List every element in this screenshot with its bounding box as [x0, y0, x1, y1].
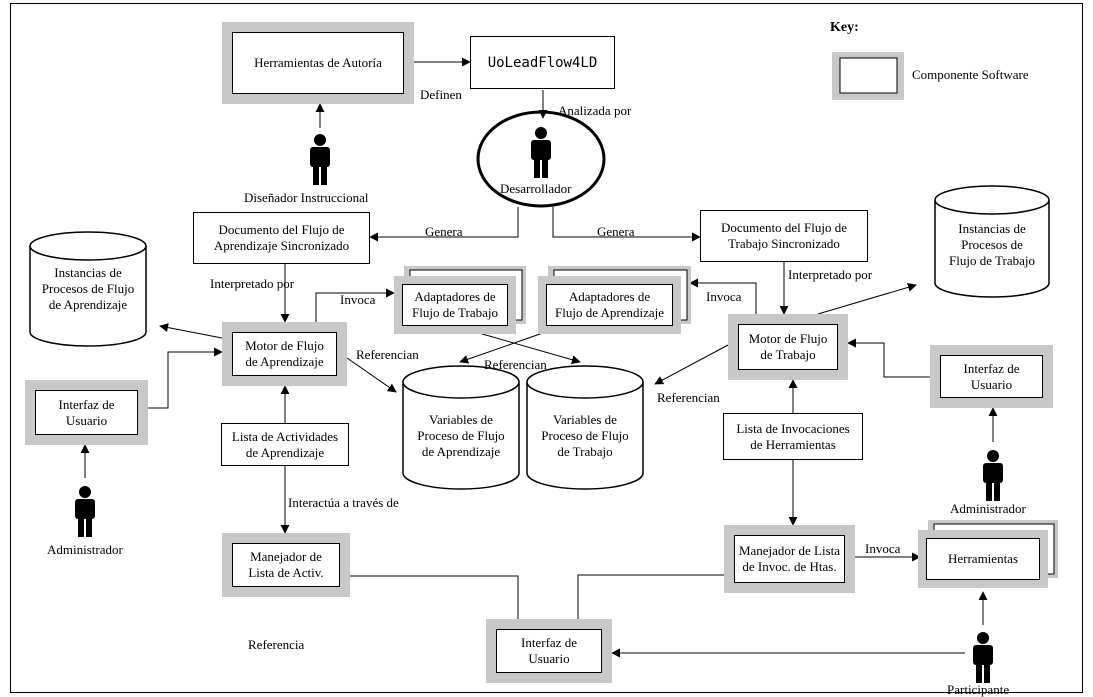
learning-flow-engine-box[interactable]: Motor de Flujo de Aprendizaje [222, 322, 347, 386]
actor-icon-administrator-right [983, 450, 1003, 501]
edge-generates-right [552, 207, 701, 242]
edge-activity-manager-to-ui [350, 575, 519, 619]
authoring-tools-label: Herramientas de Autoría [232, 32, 404, 94]
authoring-tools-box[interactable]: Herramientas de Autoría [222, 22, 414, 104]
learning-flow-engine-label: Motor de Flujo de Aprendizaje [232, 332, 337, 376]
edge-references-left [346, 357, 397, 393]
edge-label-generates-right: Genera [597, 224, 635, 239]
participant-label: Participante [947, 682, 1010, 697]
learning-activity-list-doc[interactable]: Lista de Actividades de Aprendizaje [221, 423, 349, 466]
activity-list-manager-box[interactable]: Manejador de Lista de Activ. [222, 533, 350, 597]
edge-ui-right-to-engine [847, 338, 930, 378]
learning-process-variables-label: Variables de Proceso de Flujo de Aprendi… [417, 412, 505, 459]
sync-learning-flow-doc[interactable]: Documento del Flujo de Aprendizaje Sincr… [193, 212, 370, 264]
workflow-adapters-box[interactable]: Adaptadores de Flujo de Trabajo [394, 276, 516, 334]
edge-label-references-left: Referencian [356, 347, 419, 362]
db-workflow-process-variables [526, 365, 644, 490]
edge-invokes-left [315, 288, 395, 322]
edge-references-right [654, 344, 729, 385]
edge-label-interpreted-left: Interpretado por [210, 276, 295, 291]
learning-process-instances-label: Instancias de Procesos de Flujo de Apren… [41, 265, 135, 312]
uoleadflow-box[interactable]: UoLeadFlow4LD [470, 36, 615, 89]
tools-label: Herramientas [926, 538, 1040, 580]
db-workflow-process-instances [934, 185, 1050, 298]
user-interface-bottom-label: Interfaz de Usuario [496, 629, 602, 673]
edge-invokes-right [689, 278, 757, 314]
key-sample-box [839, 57, 898, 94]
db-learning-process-variables [402, 365, 520, 490]
key-component-label: Componente Software [912, 67, 1029, 82]
key-title: Key: [830, 20, 859, 35]
edge-label-interpreted-right: Interpretado por [788, 267, 873, 282]
tools-box[interactable]: Herramientas [918, 530, 1048, 588]
edge-label-generates-left: Genera [425, 224, 463, 239]
user-interface-bottom-box[interactable]: Interfaz de Usuario [486, 619, 612, 683]
edge-label-references-mid: Referencian [484, 357, 547, 372]
tool-invocation-manager-label: Manejador de Lista de Invoc. de Htas. [734, 535, 845, 583]
workflow-adapters-label: Adaptadores de Flujo de Trabajo [402, 284, 508, 326]
edge-tool-manager-to-ui [577, 574, 724, 619]
actor-icon-administrator-left [75, 486, 95, 537]
instructional-designer-label: Diseñador Instruccional [244, 190, 369, 205]
actor-icon-participant [973, 632, 993, 683]
activity-list-manager-label: Manejador de Lista de Activ. [232, 543, 340, 587]
administrator-left-label: Administrador [47, 542, 123, 557]
edge-label-analyzed-by: Analizada por [558, 103, 632, 118]
edge-label-reference-single: Referencia [248, 637, 305, 652]
user-interface-left-label: Interfaz de Usuario [35, 390, 138, 435]
user-interface-right-box[interactable]: Interfaz de Usuario [930, 345, 1053, 408]
administrator-right-label: Administrador [950, 501, 1026, 516]
developer-label: Desarrollador [500, 181, 572, 196]
workflow-engine-box[interactable]: Motor de Flujo de Trabajo [728, 314, 848, 380]
learning-flow-adapters-label: Adaptadores de Flujo de Aprendizaje [546, 284, 673, 326]
edge-label-references-right: Referencian [657, 390, 720, 405]
workflow-process-variables-label: Variables de Proceso de Flujo de Trabajo [541, 412, 629, 459]
diagram-frame [10, 3, 1083, 693]
tool-invocation-list-doc[interactable]: Lista de Invocaciones de Herramientas [723, 413, 863, 460]
edge-ui-left-to-engine [148, 347, 223, 409]
edge-label-invokes-left: Invoca [340, 292, 376, 307]
edge-generates-left [369, 207, 519, 242]
actor-icon-instructional-designer [310, 134, 330, 185]
sync-workflow-doc[interactable]: Documento del Flujo de Trabajo Sincroniz… [700, 210, 868, 262]
user-interface-left-box[interactable]: Interfaz de Usuario [25, 380, 148, 445]
edge-label-interacts-through: Interactúa a través de [288, 495, 399, 510]
actor-icon-developer [531, 127, 551, 178]
tool-invocation-manager-box[interactable]: Manejador de Lista de Invoc. de Htas. [724, 525, 855, 593]
edge-label-invokes-right: Invoca [706, 289, 742, 304]
edge-label-define: Definen [420, 87, 462, 102]
edge-engine-to-learning-instances [159, 323, 223, 339]
workflow-engine-label: Motor de Flujo de Trabajo [738, 324, 838, 370]
workflow-process-instances-label: Instancias de Procesos de Flujo de Traba… [949, 221, 1035, 268]
db-learning-process-instances [29, 231, 147, 347]
edge-label-invokes-tools: Invoca [865, 541, 901, 556]
developer-highlight-circle [476, 110, 606, 208]
edge-engine-to-workflow-instances [817, 282, 917, 315]
user-interface-right-label: Interfaz de Usuario [940, 355, 1043, 398]
learning-flow-adapters-box[interactable]: Adaptadores de Flujo de Aprendizaje [538, 276, 681, 334]
